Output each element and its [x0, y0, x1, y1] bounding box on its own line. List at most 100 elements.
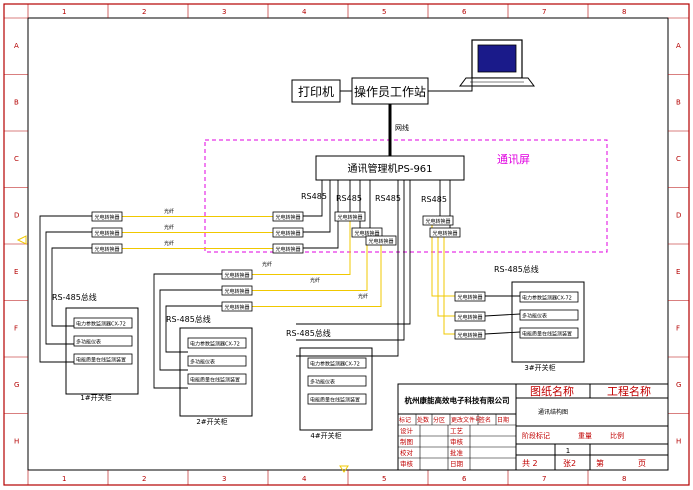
workstation-label: 操作员工作站 — [354, 84, 426, 99]
cabinet-3-device-1-label: 电力参数监测器CX-72 — [310, 361, 360, 368]
zone-converter-8-label: 光电转换器 — [432, 230, 457, 237]
wiring — [39, 180, 521, 389]
drawing-name-value: 通讯结构图 — [538, 408, 568, 416]
rs485-label-2: RS485 — [336, 194, 362, 203]
ruler-row-right-B: B — [676, 99, 681, 107]
cabinet-4-device-2-label: 多功能仪表 — [522, 313, 547, 320]
cabinet-3-device-1 — [307, 357, 367, 369]
ruler-col-top-4: 4 — [302, 8, 307, 16]
field-converter-1 — [91, 211, 123, 222]
field-converter-2-label: 光电转换器 — [94, 230, 119, 237]
cabinet-4-device-3 — [519, 327, 579, 339]
ruler-col-bottom-5: 5 — [382, 475, 386, 483]
tb-header-5: 签名 — [479, 416, 491, 424]
rs485-label-3: RS485 — [375, 194, 401, 203]
field-converter-4 — [221, 269, 253, 280]
tb-row-2-b: 审核 — [450, 437, 464, 446]
project-name-label: 工程名称 — [607, 384, 651, 398]
ruler-row-left-C: C — [14, 155, 19, 163]
tb-row-2-a: 制图 — [400, 437, 413, 446]
ruler-row-left-D: D — [14, 212, 19, 220]
center-mark-bottom — [339, 465, 349, 473]
sheet-total: 共 2 — [522, 459, 538, 468]
ruler-col-top-2: 2 — [142, 8, 146, 16]
title-block-grid: 标记处数分区更改文件号签名日期设计工艺制图审核校对批准审核日期 — [397, 413, 517, 471]
drawing-name-label: 图纸名称 — [530, 384, 574, 398]
ruler-row-left-E: E — [14, 268, 18, 276]
workstation-box — [351, 77, 429, 105]
cabinet-1-caption: 1#开关柜 — [80, 393, 111, 402]
center-mark-left — [16, 235, 27, 245]
comm-zone-box — [204, 139, 608, 253]
zone-converter-1 — [272, 211, 304, 222]
tb-header-4: 更改文件号 — [451, 416, 481, 424]
tb-header-6: 日期 — [497, 416, 509, 424]
zone-converter-3 — [272, 243, 304, 254]
scale-value: 1 — [566, 447, 570, 455]
weight-label: 重量 — [578, 432, 592, 440]
cabinet-3-device-2 — [307, 375, 367, 387]
ruler-col-top-8: 8 — [622, 8, 626, 16]
outer-frame — [3, 3, 690, 486]
cabinet-2-device-2-label: 多功能仪表 — [190, 359, 215, 366]
cabinet-4-device-1-label: 电力参数监测器CX-72 — [522, 295, 572, 302]
zone-converter-7-label: 光电转换器 — [425, 218, 450, 225]
cabinet-3-device-2-label: 多功能仪表 — [310, 379, 335, 386]
ruler-col-bottom-4: 4 — [302, 475, 307, 483]
zone-converter-6 — [365, 235, 397, 246]
fiber-label-4: 光纤 — [262, 261, 272, 268]
field-converter-5-label: 光电转换器 — [224, 288, 249, 295]
field-converter-5 — [221, 285, 253, 296]
cabinet-1-bus-label: RS-485总线 — [52, 292, 97, 302]
field-converter-6 — [221, 301, 253, 312]
zone-converter-3-label: 光电转换器 — [275, 246, 300, 253]
page-label: 第 — [596, 458, 604, 468]
cabinet-2-device-3 — [187, 373, 247, 385]
cabinet-4-box — [511, 281, 585, 363]
cabinet-2-device-1 — [187, 337, 247, 349]
monitor-icon — [459, 39, 535, 87]
cabinet-1-box — [65, 307, 139, 395]
tb-row-1-a: 设计 — [400, 426, 414, 435]
ruler-col-bottom-3: 3 — [222, 475, 226, 483]
fiber-label-5: 光纤 — [310, 277, 320, 284]
cabinet-2-box — [179, 327, 253, 417]
tb-header-1: 标记 — [399, 416, 411, 424]
comm-manager-label: 通讯管理机PS-961 — [347, 162, 432, 175]
ruler-col-top-5: 5 — [382, 8, 386, 16]
company-name: 杭州康能高效电子科技有限公司 — [405, 395, 510, 405]
rs485-label-4: RS485 — [421, 195, 447, 204]
cabinet-2-caption: 2#开关柜 — [196, 417, 227, 426]
tb-row-4-a: 审核 — [400, 459, 414, 468]
ruler-row-right-E: E — [676, 268, 680, 276]
cabinet-1-device-1-label: 电力参数监测器CX-72 — [76, 321, 126, 328]
ruler-col-bottom-6: 6 — [462, 475, 467, 483]
ruler-row-left-H: H — [14, 438, 19, 446]
ruler-row-right-H: H — [676, 438, 681, 446]
cab3-converter-3 — [454, 329, 486, 340]
field-converter-2 — [91, 227, 123, 238]
tb-row-3-b: 批准 — [450, 448, 464, 457]
ruler-col-top-7: 7 — [542, 8, 546, 16]
cabinet-3-device-3 — [307, 393, 367, 405]
fiber-label-2: 光纤 — [164, 224, 174, 231]
cabinet-3-device-3-label: 电能质量在线监测装置 — [310, 397, 360, 404]
cab3-converter-1 — [454, 291, 486, 302]
ruler-col-bottom-2: 2 — [142, 475, 146, 483]
cabinet-1-device-3 — [73, 353, 133, 365]
fiber-label-1: 光纤 — [164, 208, 174, 215]
ruler-row-left-A: A — [14, 42, 19, 50]
comm-zone-label: 通讯屏 — [497, 153, 530, 166]
cabinet-4-device-2 — [519, 309, 579, 321]
ruler-row-right-A: A — [676, 42, 681, 50]
ruler-row-right-G: G — [676, 381, 681, 389]
sheet-label: 张2 — [563, 459, 576, 468]
stage-label: 阶段标记 — [522, 431, 550, 440]
cabinet-4-caption: 3#开关柜 — [524, 363, 555, 372]
scale-label: 比例 — [610, 431, 624, 440]
tb-row-1-b: 工艺 — [450, 427, 464, 435]
printer-label: 打印机 — [298, 85, 334, 99]
cabinet-1-device-2-label: 多功能仪表 — [76, 339, 101, 346]
